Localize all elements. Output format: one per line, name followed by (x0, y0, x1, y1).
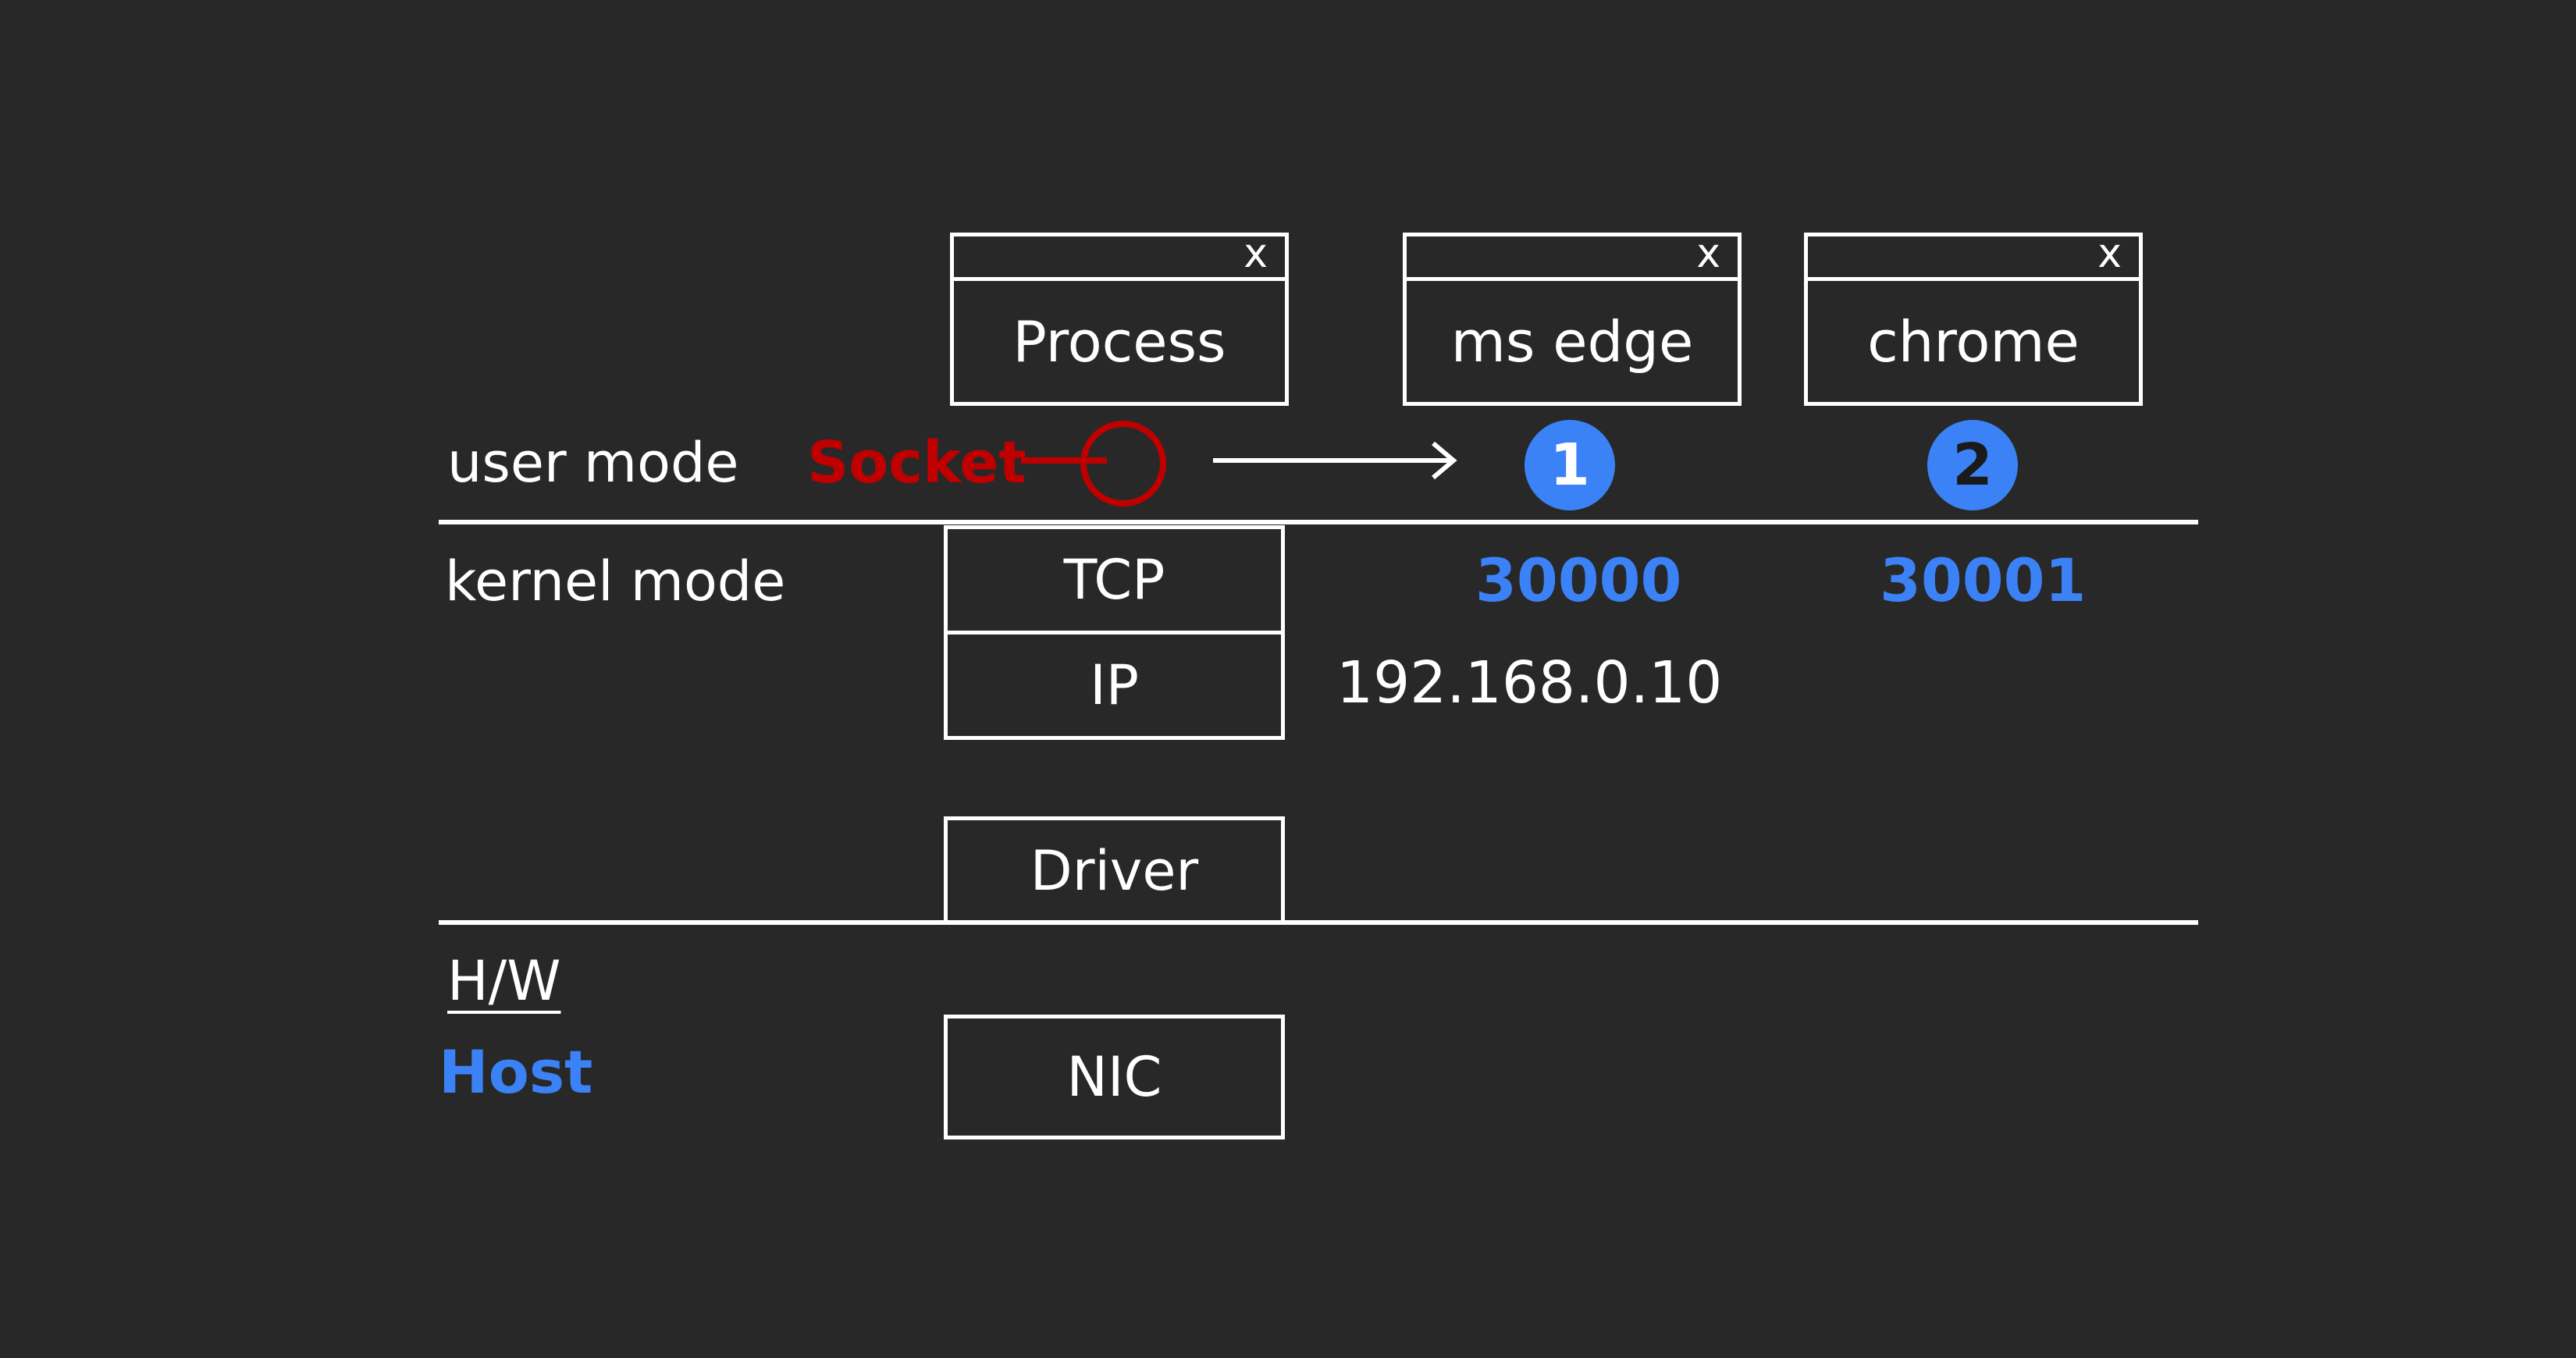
tcp-box: TCP (944, 525, 1285, 635)
user-mode-label: user mode (447, 431, 739, 495)
ms-edge-window-titlebar: x (1407, 230, 1738, 281)
socket-label: Socket (807, 429, 1026, 496)
process-window-title: Process (1012, 308, 1226, 375)
driver-box: Driver (944, 816, 1285, 925)
nic-box: NIC (944, 1015, 1285, 1139)
process-window: x Process (950, 233, 1289, 406)
ip-box: IP (944, 631, 1285, 740)
chrome-window-titlebar: x (1808, 230, 2139, 281)
port-30001: 30001 (1880, 546, 2087, 615)
ip-address: 192.168.0.10 (1336, 649, 1723, 716)
marker-1-badge: 1 (1525, 420, 1615, 510)
hw-label: H/W (447, 949, 561, 1013)
kernel-mode-label: kernel mode (445, 549, 786, 613)
ms-edge-window: x ms edge (1403, 233, 1742, 406)
marker-2-badge: 2 (1927, 420, 2018, 510)
arrow-icon (1213, 441, 1457, 480)
host-label: Host (439, 1037, 593, 1107)
chrome-window: x chrome (1804, 233, 2143, 406)
socket-icon (1021, 421, 1166, 507)
close-icon[interactable]: x (2097, 230, 2122, 277)
chrome-window-title: chrome (1867, 308, 2080, 375)
close-icon[interactable]: x (1244, 230, 1268, 277)
port-30000: 30000 (1475, 546, 1682, 615)
close-icon[interactable]: x (1696, 230, 1720, 277)
kernel-hw-divider (439, 920, 2198, 925)
process-window-titlebar: x (954, 230, 1285, 281)
ms-edge-window-title: ms edge (1450, 308, 1694, 375)
user-kernel-divider (439, 520, 2198, 524)
